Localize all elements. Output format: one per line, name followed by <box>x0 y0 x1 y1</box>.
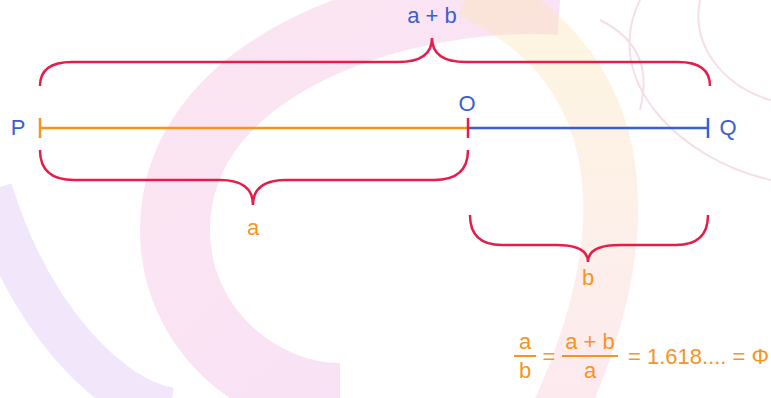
total-length-label: a + b <box>407 5 457 27</box>
tick-o <box>467 118 470 138</box>
length-label: a <box>247 217 259 239</box>
fraction-bar <box>514 355 536 357</box>
pink-swirl <box>175 0 560 398</box>
point-label: P <box>11 117 26 139</box>
point-label: O <box>458 93 475 115</box>
brace-a <box>40 150 468 205</box>
formula-term: a <box>519 331 531 353</box>
formula-value: = 1.618.... = Φ <box>628 346 769 368</box>
purple-swirl <box>0 190 170 398</box>
floral-lines <box>600 0 771 180</box>
formula-term: b <box>519 360 531 382</box>
segment-a <box>40 127 468 130</box>
segment-b <box>468 127 708 130</box>
point-label: Q <box>719 117 736 139</box>
fraction-bar <box>562 355 618 357</box>
formula-term: a + b <box>565 331 615 353</box>
length-label: b <box>582 267 594 289</box>
tick-p <box>39 118 42 138</box>
formula-term: a <box>584 360 596 382</box>
tick-q <box>707 118 710 138</box>
brace-b <box>470 215 708 262</box>
formula-sign: = <box>543 346 556 368</box>
top-brace <box>40 38 710 86</box>
